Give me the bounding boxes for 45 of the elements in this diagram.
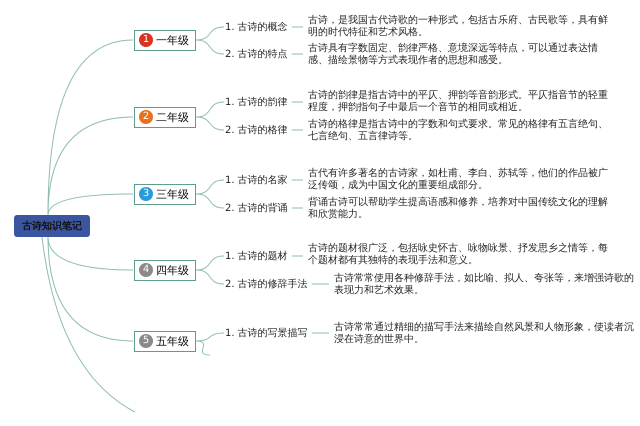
topic-label: 二年级 [156,110,189,124]
connector-line [48,116,134,216]
description-text: 古诗具有字数固定、韵律严格、意境深远等特点，可以通过表达情感、描绘景物等方式表现作者的思想和感受。 [308,43,608,67]
topic-box [134,184,196,204]
number-badge: 2 [139,110,153,124]
connector-line [48,236,134,342]
connector-line [196,194,224,208]
root-topic-box: 古诗知识笔记 [14,215,90,237]
description-text: 古诗的韵律是指古诗中的平仄、押韵等音韵形式。平仄指音节的轻重程度，押韵指句子中最后一个音节的相同或相近。 [308,90,608,114]
topic-label: 五年级 [156,334,189,348]
topic-label: 四年级 [156,262,189,278]
subtopic-label: 2. 古诗的特点 [225,47,288,61]
description-text: 背诵古诗可以帮助学生提高语感和修养，培养对中国传统文化的理解和欣赏能力。 [308,197,608,221]
description-text: 古诗常常使用各种修辞手法，如比喻、拟人、夸张等，来增强诗歌的表现力和艺术效果。 [334,273,634,297]
subtopic-label: 2. 古诗的修辞手法 [225,277,308,291]
number-badge: 5 [139,334,153,348]
subtopic-label: 1. 古诗的韵律 [225,95,288,109]
description-text: 古诗常常通过精细的描写手法来描绘自然风景和人物形象，使读者沉浸在诗意的世界中。 [334,322,634,346]
connector-line [291,26,304,28]
connector-line [196,40,224,54]
subtopic-label: 1. 古诗的名家 [225,173,288,187]
description-text: 古诗的题材很广泛，包括咏史怀古、咏物咏景、抒发思乡之情等，每个题材都有其独特的表现手法和意义。 [308,243,608,267]
connector-line [196,340,210,356]
topic-box [134,106,196,128]
topic-box [134,30,196,50]
number-badge: 3 [139,187,153,201]
subtopic-label: 1. 古诗的写景描写 [225,326,308,340]
subtopic-label: 2. 古诗的格律 [225,123,288,137]
description-text: 古诗的格律是指古诗中的字数和句式要求。常见的格律有五言绝句、七言绝句、五言律诗等。 [308,119,608,143]
connector-line [196,270,224,284]
description-text: 古诗，是我国古代诗歌的一种形式，包括古乐府、古民歌等，具有鲜明的时代特征和艺术风格。 [308,15,608,39]
subtopic-label: 1. 古诗的题材 [225,249,288,263]
subtopic-label: 1. 古诗的概念 [225,20,288,34]
topic-box [134,260,196,280]
description-text: 古代有许多著名的古诗家，如杜甫、李白、苏轼等，他们的作品被广泛传颂，成为中国文化的重要组成部分。 [308,168,608,192]
connector-line [311,332,330,334]
number-badge: 4 [139,263,153,277]
number-badge: 1 [139,33,153,47]
connector-line [48,194,134,216]
connector-line [196,116,224,130]
topic-label: 一年级 [156,32,189,48]
connector-line [42,236,136,412]
topic-box [134,330,196,352]
subtopic-label: 2. 古诗的背诵 [225,201,288,215]
topic-label: 三年级 [156,186,189,202]
